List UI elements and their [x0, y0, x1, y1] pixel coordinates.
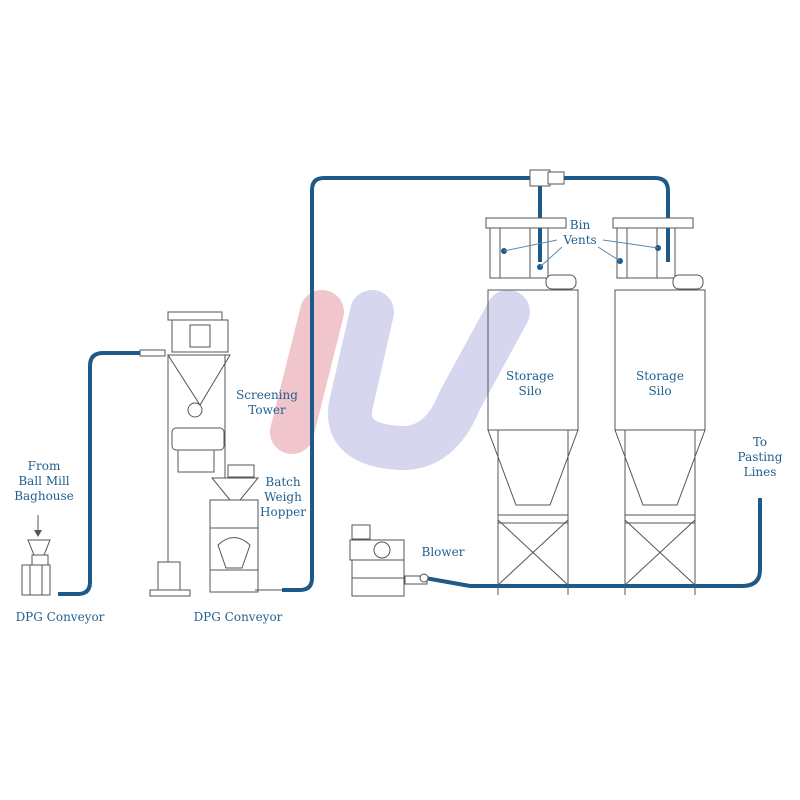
label-blower: Blower: [421, 545, 465, 559]
pipe-baghouse-to-tower: [58, 351, 140, 596]
label-screening-tower: Screening Tower: [236, 388, 298, 417]
blower-drawing: [349, 524, 429, 597]
label-from-ball-mill-baghouse: From Ball Mill Baghouse: [14, 459, 74, 503]
pipe-blower-line: [424, 498, 762, 588]
watermark-logo: [270, 290, 530, 471]
conveying-pipes: [58, 176, 762, 596]
label-storage-silo-2: Storage Silo: [636, 369, 684, 398]
pipe-hopper-to-silos: [282, 176, 670, 592]
label-dpg-conveyor-1: DPG Conveyor: [15, 610, 105, 624]
storage-silo-2-drawing: [612, 217, 706, 595]
storage-silo-1-drawing: [485, 217, 579, 595]
screening-tower-drawing: [149, 311, 231, 597]
diverter-valve: [529, 169, 551, 187]
label-to-pasting-lines: To Pasting Lines: [737, 435, 783, 479]
label-storage-silo-1: Storage Silo: [506, 369, 554, 398]
dpg-conveyor-1-drawing: [21, 515, 51, 596]
label-batch-weigh-hopper: Batch Weigh Hopper: [260, 475, 306, 519]
label-bin-vents: Bin Vents: [563, 218, 597, 247]
bin-vents-leader-lines: [503, 239, 659, 268]
batch-weigh-hopper-drawing: [209, 464, 282, 593]
label-dpg-conveyor-2: DPG Conveyor: [193, 610, 283, 624]
